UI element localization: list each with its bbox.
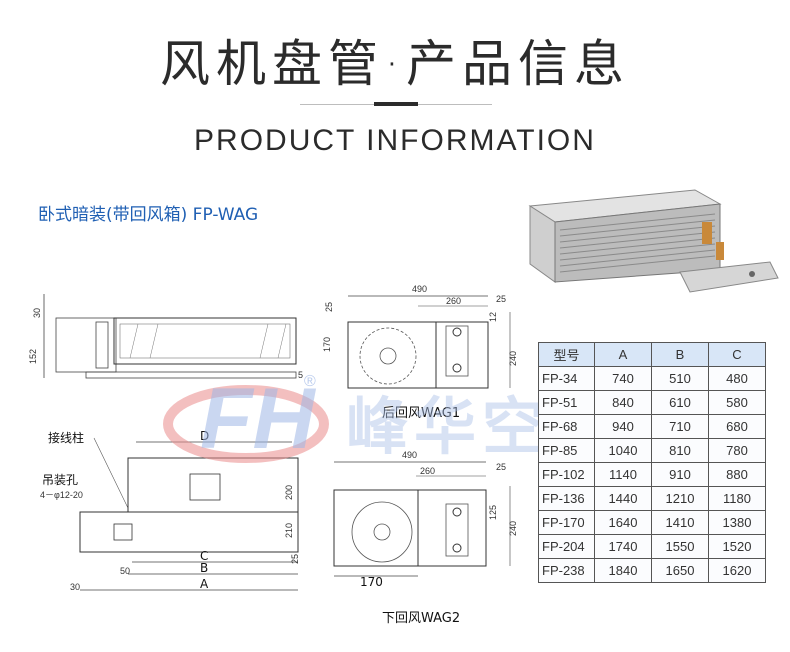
cell-model: FP-51 — [538, 390, 595, 415]
label-hanger: 吊装孔 — [42, 473, 78, 487]
dim-wag1-25b: 25 — [324, 302, 334, 312]
cell-A: 1640 — [594, 510, 652, 535]
dim-wag2-125: 125 — [488, 505, 498, 520]
cell-model: FP-68 — [538, 414, 595, 439]
cell-C: 680 — [708, 414, 766, 439]
dim-wag2-240: 240 — [508, 521, 518, 536]
cell-A: 840 — [594, 390, 652, 415]
cell-C: 580 — [708, 390, 766, 415]
dim-wag1-170: 170 — [322, 337, 332, 352]
cell-C: 480 — [708, 366, 766, 391]
dim-wag1-25: 25 — [496, 294, 506, 304]
cell-C: 880 — [708, 462, 766, 487]
product-photo — [528, 189, 779, 293]
cell-A: 940 — [594, 414, 652, 439]
dim-wag2-inner: 260 — [420, 466, 435, 476]
dim-front-210: 210 — [284, 523, 294, 538]
cell-B: 510 — [651, 366, 709, 391]
dim-wag1-12: 12 — [488, 312, 498, 322]
cell-A: 1440 — [594, 486, 652, 511]
cell-model: FP-136 — [538, 486, 595, 511]
cell-A: 1840 — [594, 558, 652, 583]
cell-model: FP-238 — [538, 558, 595, 583]
dim-front-30: 30 — [70, 582, 80, 592]
wag2-drawing: 490 260 25 125 240 170 — [333, 450, 518, 589]
cell-C: 1380 — [708, 510, 766, 535]
cell-A: 1740 — [594, 534, 652, 559]
table-header-row: 型号 A B C — [538, 342, 766, 367]
dim-wag1-inner: 260 — [446, 296, 461, 306]
caption-wag1: 后回风WAG1 — [382, 406, 461, 421]
dim-wag2-25: 25 — [496, 462, 506, 472]
cell-model: FP-85 — [538, 438, 595, 463]
cell-B: 1210 — [651, 486, 709, 511]
dim-front-D: D — [200, 429, 209, 443]
dim-wag1-240: 240 — [508, 351, 518, 366]
cell-C: 780 — [708, 438, 766, 463]
dim-front-A: A — [200, 577, 209, 591]
cell-B: 810 — [651, 438, 709, 463]
dim-wag2-width: 490 — [402, 450, 417, 460]
dim-wag1-width: 490 — [412, 284, 427, 294]
cell-model: FP-204 — [538, 534, 595, 559]
dim-front-B: B — [200, 561, 208, 575]
product-model-heading: 卧式暗装(带回风箱) FP-WAG — [38, 205, 259, 225]
title-divider-accent — [374, 102, 418, 106]
label-hanger-spec: 4－φ12-20 — [40, 490, 83, 500]
dim-front-50: 50 — [120, 566, 130, 576]
page-subtitle-english: PRODUCT INFORMATION — [194, 124, 596, 157]
cell-C: 1620 — [708, 558, 766, 583]
dim-front-25: 25 — [290, 554, 300, 564]
cell-C: 1180 — [708, 486, 766, 511]
cell-A: 1040 — [594, 438, 652, 463]
caption-wag2: 下回风WAG2 — [382, 611, 461, 626]
page-title: 风机盘管·产品信息 — [160, 35, 630, 93]
cell-B: 610 — [651, 390, 709, 415]
dim-front-200: 200 — [284, 485, 294, 500]
cell-A: 1140 — [594, 462, 652, 487]
cell-B: 1410 — [651, 510, 709, 535]
wag1-drawing: 490 260 25 25 170 12 240 — [322, 284, 518, 389]
dim-front-C: C — [200, 549, 208, 563]
dim-mark: 5 — [298, 370, 303, 380]
side-view-drawing: 30 152 5 — [28, 294, 303, 380]
cell-B: 1550 — [651, 534, 709, 559]
header-model: 型号 — [538, 342, 595, 367]
cell-model: FP-170 — [538, 510, 595, 535]
cell-model: FP-102 — [538, 462, 595, 487]
cell-model: FP-34 — [538, 366, 595, 391]
dim-top: 30 — [32, 308, 42, 318]
cell-B: 1650 — [651, 558, 709, 583]
label-terminal: 接线柱 — [48, 430, 84, 445]
header-C: C — [708, 342, 766, 367]
dim-height: 152 — [28, 349, 38, 364]
dim-wag2-170: 170 — [360, 575, 383, 589]
cell-C: 1520 — [708, 534, 766, 559]
cell-A: 740 — [594, 366, 652, 391]
front-view-drawing: 接线柱 吊装孔 4－φ12-20 D 200 210 25 C B A 50 3… — [40, 429, 300, 592]
cell-B: 910 — [651, 462, 709, 487]
header-A: A — [594, 342, 652, 367]
cell-B: 710 — [651, 414, 709, 439]
header-B: B — [651, 342, 709, 367]
